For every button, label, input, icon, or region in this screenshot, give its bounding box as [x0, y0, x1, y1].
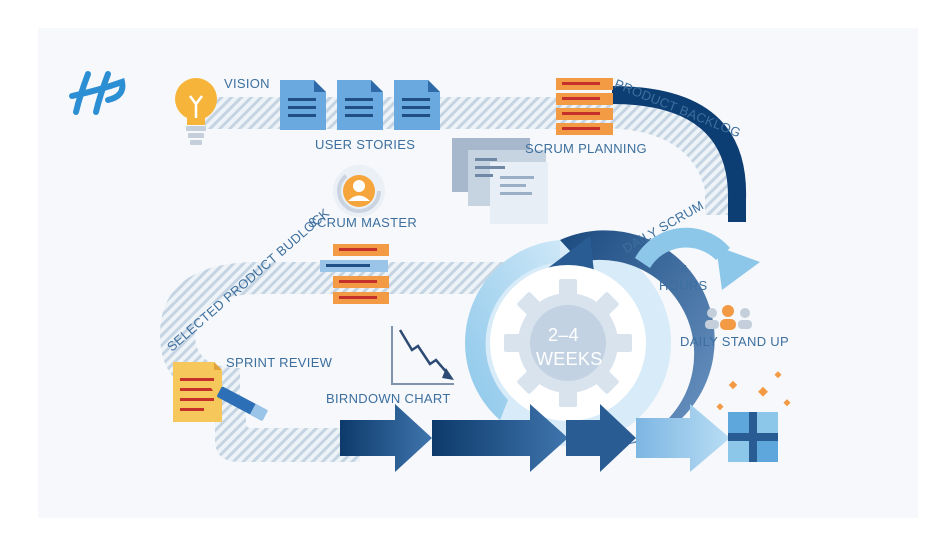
- daily-scrum-loop: [635, 227, 760, 290]
- burndown-chart-icon: [391, 326, 454, 385]
- daily-stand-up-label: DAILY STAND UP: [680, 334, 789, 349]
- sprint-flow-arrows: [340, 404, 730, 472]
- document-pen-icon: [173, 362, 268, 422]
- sprint-cycle: [465, 230, 715, 446]
- scrum-planning-label: SCRUM PLANNING: [525, 141, 647, 156]
- backlog-flow-line: [612, 86, 747, 222]
- weeks-unit-label: WEEKS: [536, 349, 603, 369]
- vision-label: VISION: [224, 76, 270, 91]
- document-stack-icon: [280, 80, 440, 130]
- burndown-chart-label: BIRNDOWN CHART: [326, 391, 451, 406]
- planning-sheets-icon: [452, 138, 548, 224]
- scrum-master-label: SCRUM MASTER: [308, 215, 418, 230]
- sprint-review-label: SPRINT REVIEW: [226, 355, 333, 370]
- weeks-number-label: 2–4: [548, 325, 579, 345]
- product-box-icon: [716, 371, 791, 462]
- hours-number-label: 24: [673, 262, 689, 277]
- selected-backlog-list-icon: [320, 244, 389, 304]
- person-avatar-icon: [333, 165, 385, 217]
- user-stories-label: USER STORIES: [315, 137, 416, 152]
- gear-icon: [504, 279, 632, 407]
- lightbulb-icon: [175, 78, 217, 145]
- team-icon: [705, 305, 752, 330]
- product-backlog-list-icon: [556, 78, 613, 135]
- hours-unit-label: HOURS: [659, 278, 708, 293]
- hp-logo-icon: [69, 71, 126, 115]
